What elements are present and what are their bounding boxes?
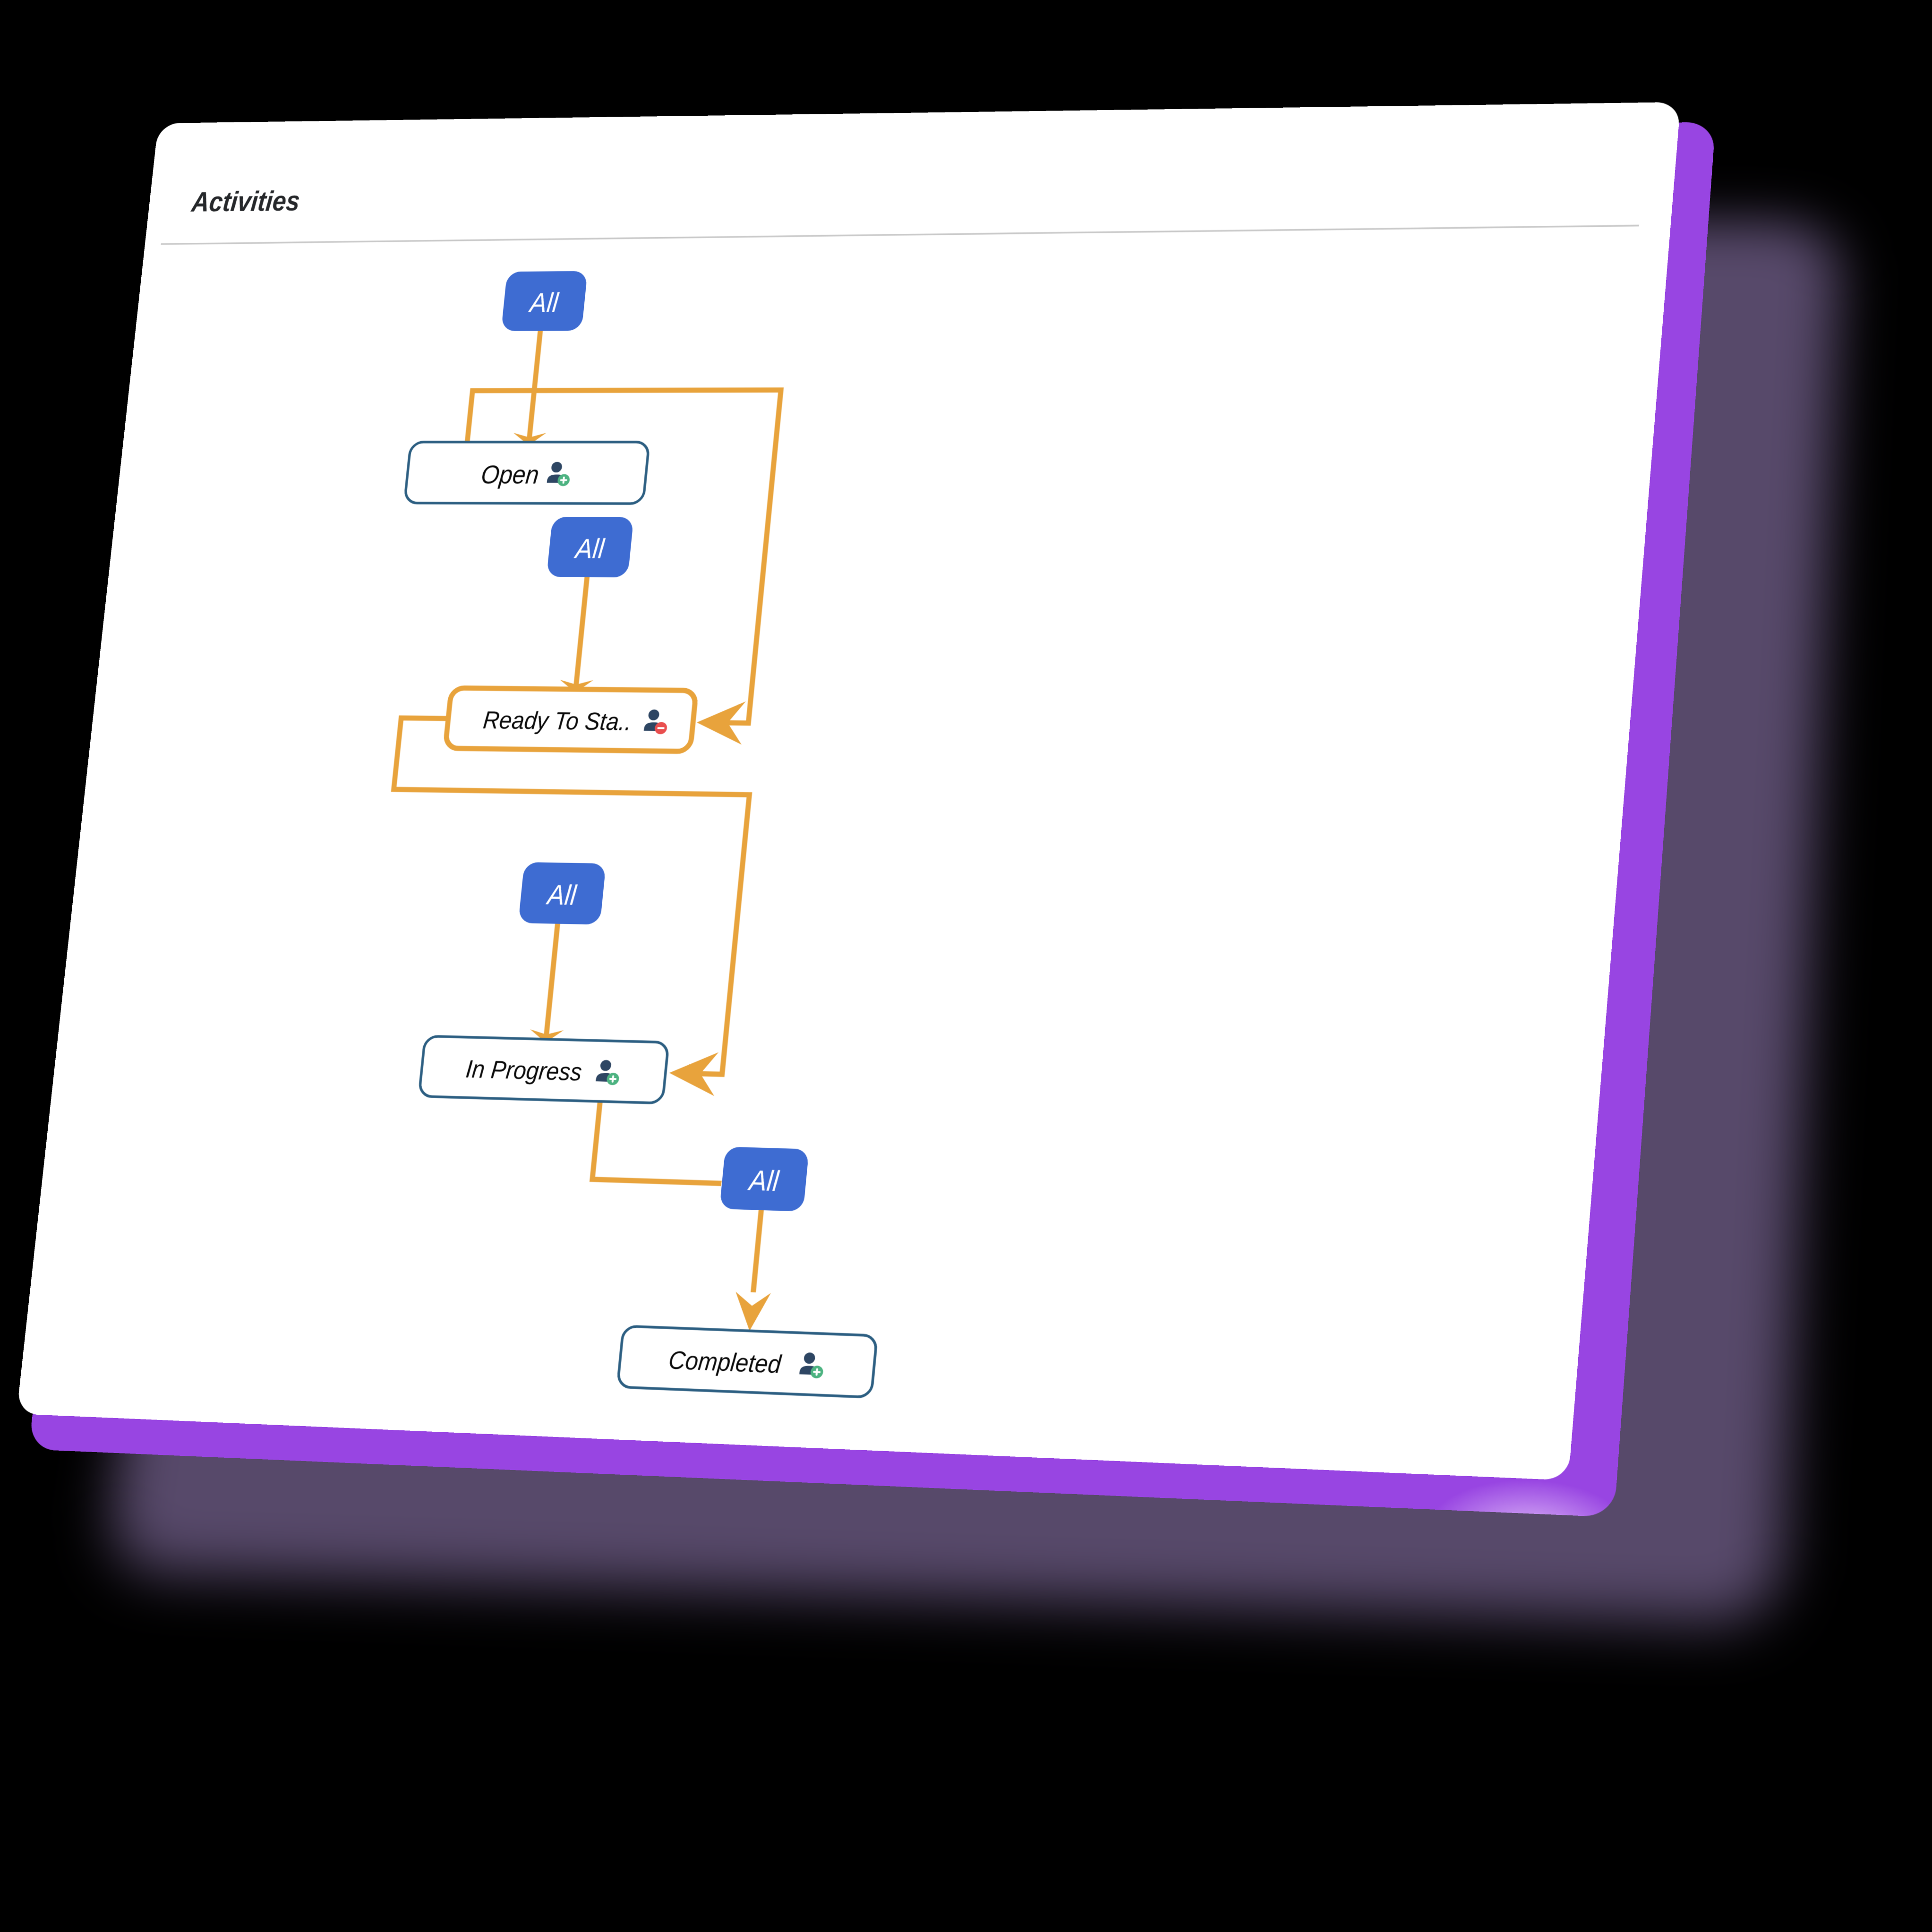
svg-text:All: All: [545, 879, 579, 911]
svg-text:All: All: [746, 1164, 781, 1197]
svg-text:All: All: [573, 533, 607, 564]
svg-text:Activities: Activities: [189, 185, 301, 217]
svg-text:Open: Open: [480, 460, 540, 489]
svg-text:Ready To Sta..: Ready To Sta..: [482, 707, 633, 736]
svg-text:In Progress: In Progress: [464, 1055, 583, 1086]
svg-text:All: All: [527, 288, 561, 318]
svg-text:Completed: Completed: [667, 1346, 783, 1379]
